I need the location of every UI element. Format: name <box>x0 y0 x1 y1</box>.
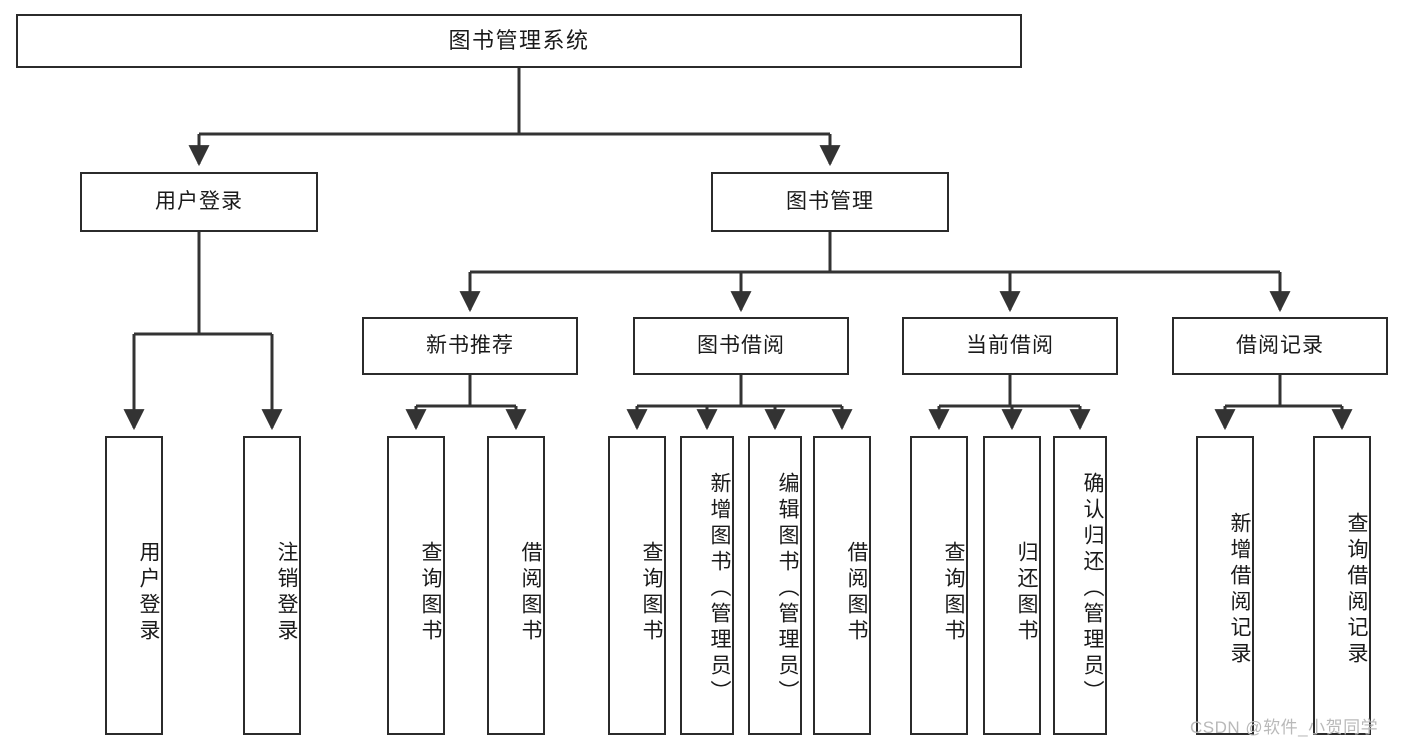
leaf-return-book-label: 归还图书 <box>1015 540 1038 645</box>
leaf-edit-book-label: 编辑图书（管理员） <box>776 471 799 706</box>
leaf-confirm-return-label: 确认归还（管理员） <box>1081 471 1104 706</box>
leaf-query-book-2-label: 查询图书 <box>640 540 663 645</box>
leaf-borrow-book-2[interactable]: 借阅图书 <box>813 436 871 735</box>
node-book-borrow-label: 图书借阅 <box>697 333 785 357</box>
leaf-query-book-2[interactable]: 查询图书 <box>608 436 666 735</box>
leaf-query-record[interactable]: 查询借阅记录 <box>1313 436 1371 735</box>
leaf-borrow-book-1-label: 借阅图书 <box>519 540 542 645</box>
leaf-add-book-label: 新增图书（管理员） <box>708 471 731 706</box>
leaf-query-book-3[interactable]: 查询图书 <box>910 436 968 735</box>
node-new-book-recommend-label: 新书推荐 <box>426 333 514 357</box>
node-user-login-label: 用户登录 <box>155 189 243 213</box>
leaf-user-logout-label: 注销登录 <box>275 540 298 645</box>
leaf-query-book-1-label: 查询图书 <box>419 540 442 645</box>
node-book-management[interactable]: 图书管理 <box>711 172 949 232</box>
leaf-return-book[interactable]: 归还图书 <box>983 436 1041 735</box>
leaf-add-record-label: 新增借阅记录 <box>1228 511 1251 668</box>
node-new-book-recommend[interactable]: 新书推荐 <box>362 317 578 375</box>
node-borrow-record-label: 借阅记录 <box>1236 333 1324 357</box>
leaf-user-login-label: 用户登录 <box>137 540 160 645</box>
csdn-watermark: CSDN @软件_小贺同学 <box>1190 718 1379 737</box>
node-current-borrow-label: 当前借阅 <box>966 333 1054 357</box>
node-root[interactable]: 图书管理系统 <box>16 14 1022 68</box>
node-user-login[interactable]: 用户登录 <box>80 172 318 232</box>
leaf-query-record-label: 查询借阅记录 <box>1345 511 1368 668</box>
leaf-query-book-1[interactable]: 查询图书 <box>387 436 445 735</box>
leaf-confirm-return[interactable]: 确认归还（管理员） <box>1053 436 1107 735</box>
node-current-borrow[interactable]: 当前借阅 <box>902 317 1118 375</box>
node-book-management-label: 图书管理 <box>786 189 874 213</box>
leaf-user-logout[interactable]: 注销登录 <box>243 436 301 735</box>
leaf-borrow-book-2-label: 借阅图书 <box>845 540 868 645</box>
leaf-user-login[interactable]: 用户登录 <box>105 436 163 735</box>
leaf-add-record[interactable]: 新增借阅记录 <box>1196 436 1254 735</box>
node-borrow-record[interactable]: 借阅记录 <box>1172 317 1388 375</box>
node-root-label: 图书管理系统 <box>448 28 590 54</box>
leaf-borrow-book-1[interactable]: 借阅图书 <box>487 436 545 735</box>
leaf-edit-book[interactable]: 编辑图书（管理员） <box>748 436 802 735</box>
leaf-add-book[interactable]: 新增图书（管理员） <box>680 436 734 735</box>
leaf-query-book-3-label: 查询图书 <box>942 540 965 645</box>
node-book-borrow[interactable]: 图书借阅 <box>633 317 849 375</box>
